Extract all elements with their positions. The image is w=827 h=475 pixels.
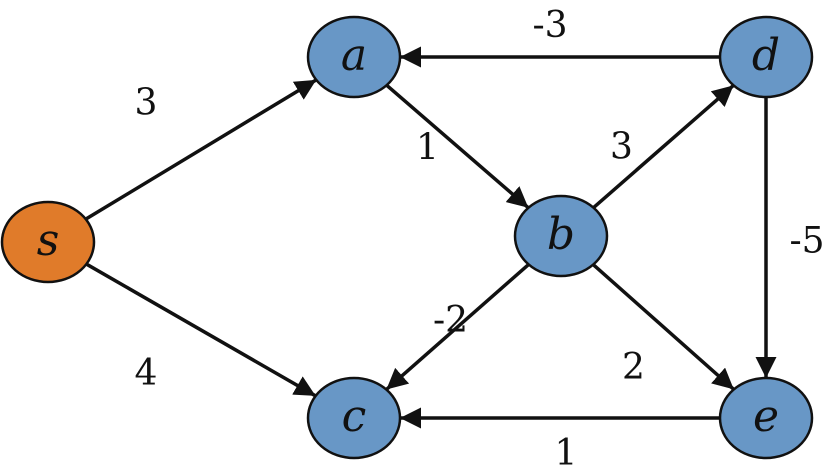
node-s-label: s [37, 215, 60, 266]
edge-d-e-weight: -5 [789, 221, 824, 262]
edge-b-c-arrow [385, 263, 530, 391]
node-e: e [718, 376, 814, 460]
edge-s-c-weight: 4 [135, 353, 158, 394]
node-b: b [513, 194, 609, 278]
edge-b-d-weight: 3 [610, 127, 633, 168]
edge-s-a-arrow [84, 78, 318, 221]
node-a-label: a [341, 30, 367, 81]
edge-b-e-arrow [592, 263, 735, 391]
node-s: s [0, 200, 96, 284]
node-d-label: d [752, 30, 780, 81]
edge-d-a-weight: -3 [532, 5, 567, 46]
node-s-circle [0, 200, 96, 284]
edge-a-b-arrow [385, 83, 530, 210]
node-c-label: c [342, 391, 367, 442]
edge-b-c-weight: -2 [433, 300, 468, 341]
node-b-circle [513, 194, 609, 278]
nodes-layer: s a b c d e [0, 15, 814, 460]
edge-s-c-arrow [85, 262, 317, 398]
edges-layer: 3 4 1 3 -2 2 -3 -5 1 [84, 5, 825, 474]
node-a: a [306, 15, 402, 99]
node-b-label: b [547, 209, 575, 260]
edge-s-a-weight: 3 [135, 83, 158, 124]
node-c-circle [306, 376, 402, 460]
node-a-circle [306, 15, 402, 99]
edge-b-e-weight: 2 [622, 347, 645, 388]
node-d-circle [718, 15, 814, 99]
edge-a-b-weight: 1 [416, 128, 439, 169]
node-d: d [718, 15, 814, 99]
edge-e-c-weight: 1 [555, 433, 578, 474]
node-c: c [306, 376, 402, 460]
node-e-label: e [753, 391, 779, 442]
node-e-circle [718, 376, 814, 460]
edge-b-d-arrow [592, 84, 735, 209]
